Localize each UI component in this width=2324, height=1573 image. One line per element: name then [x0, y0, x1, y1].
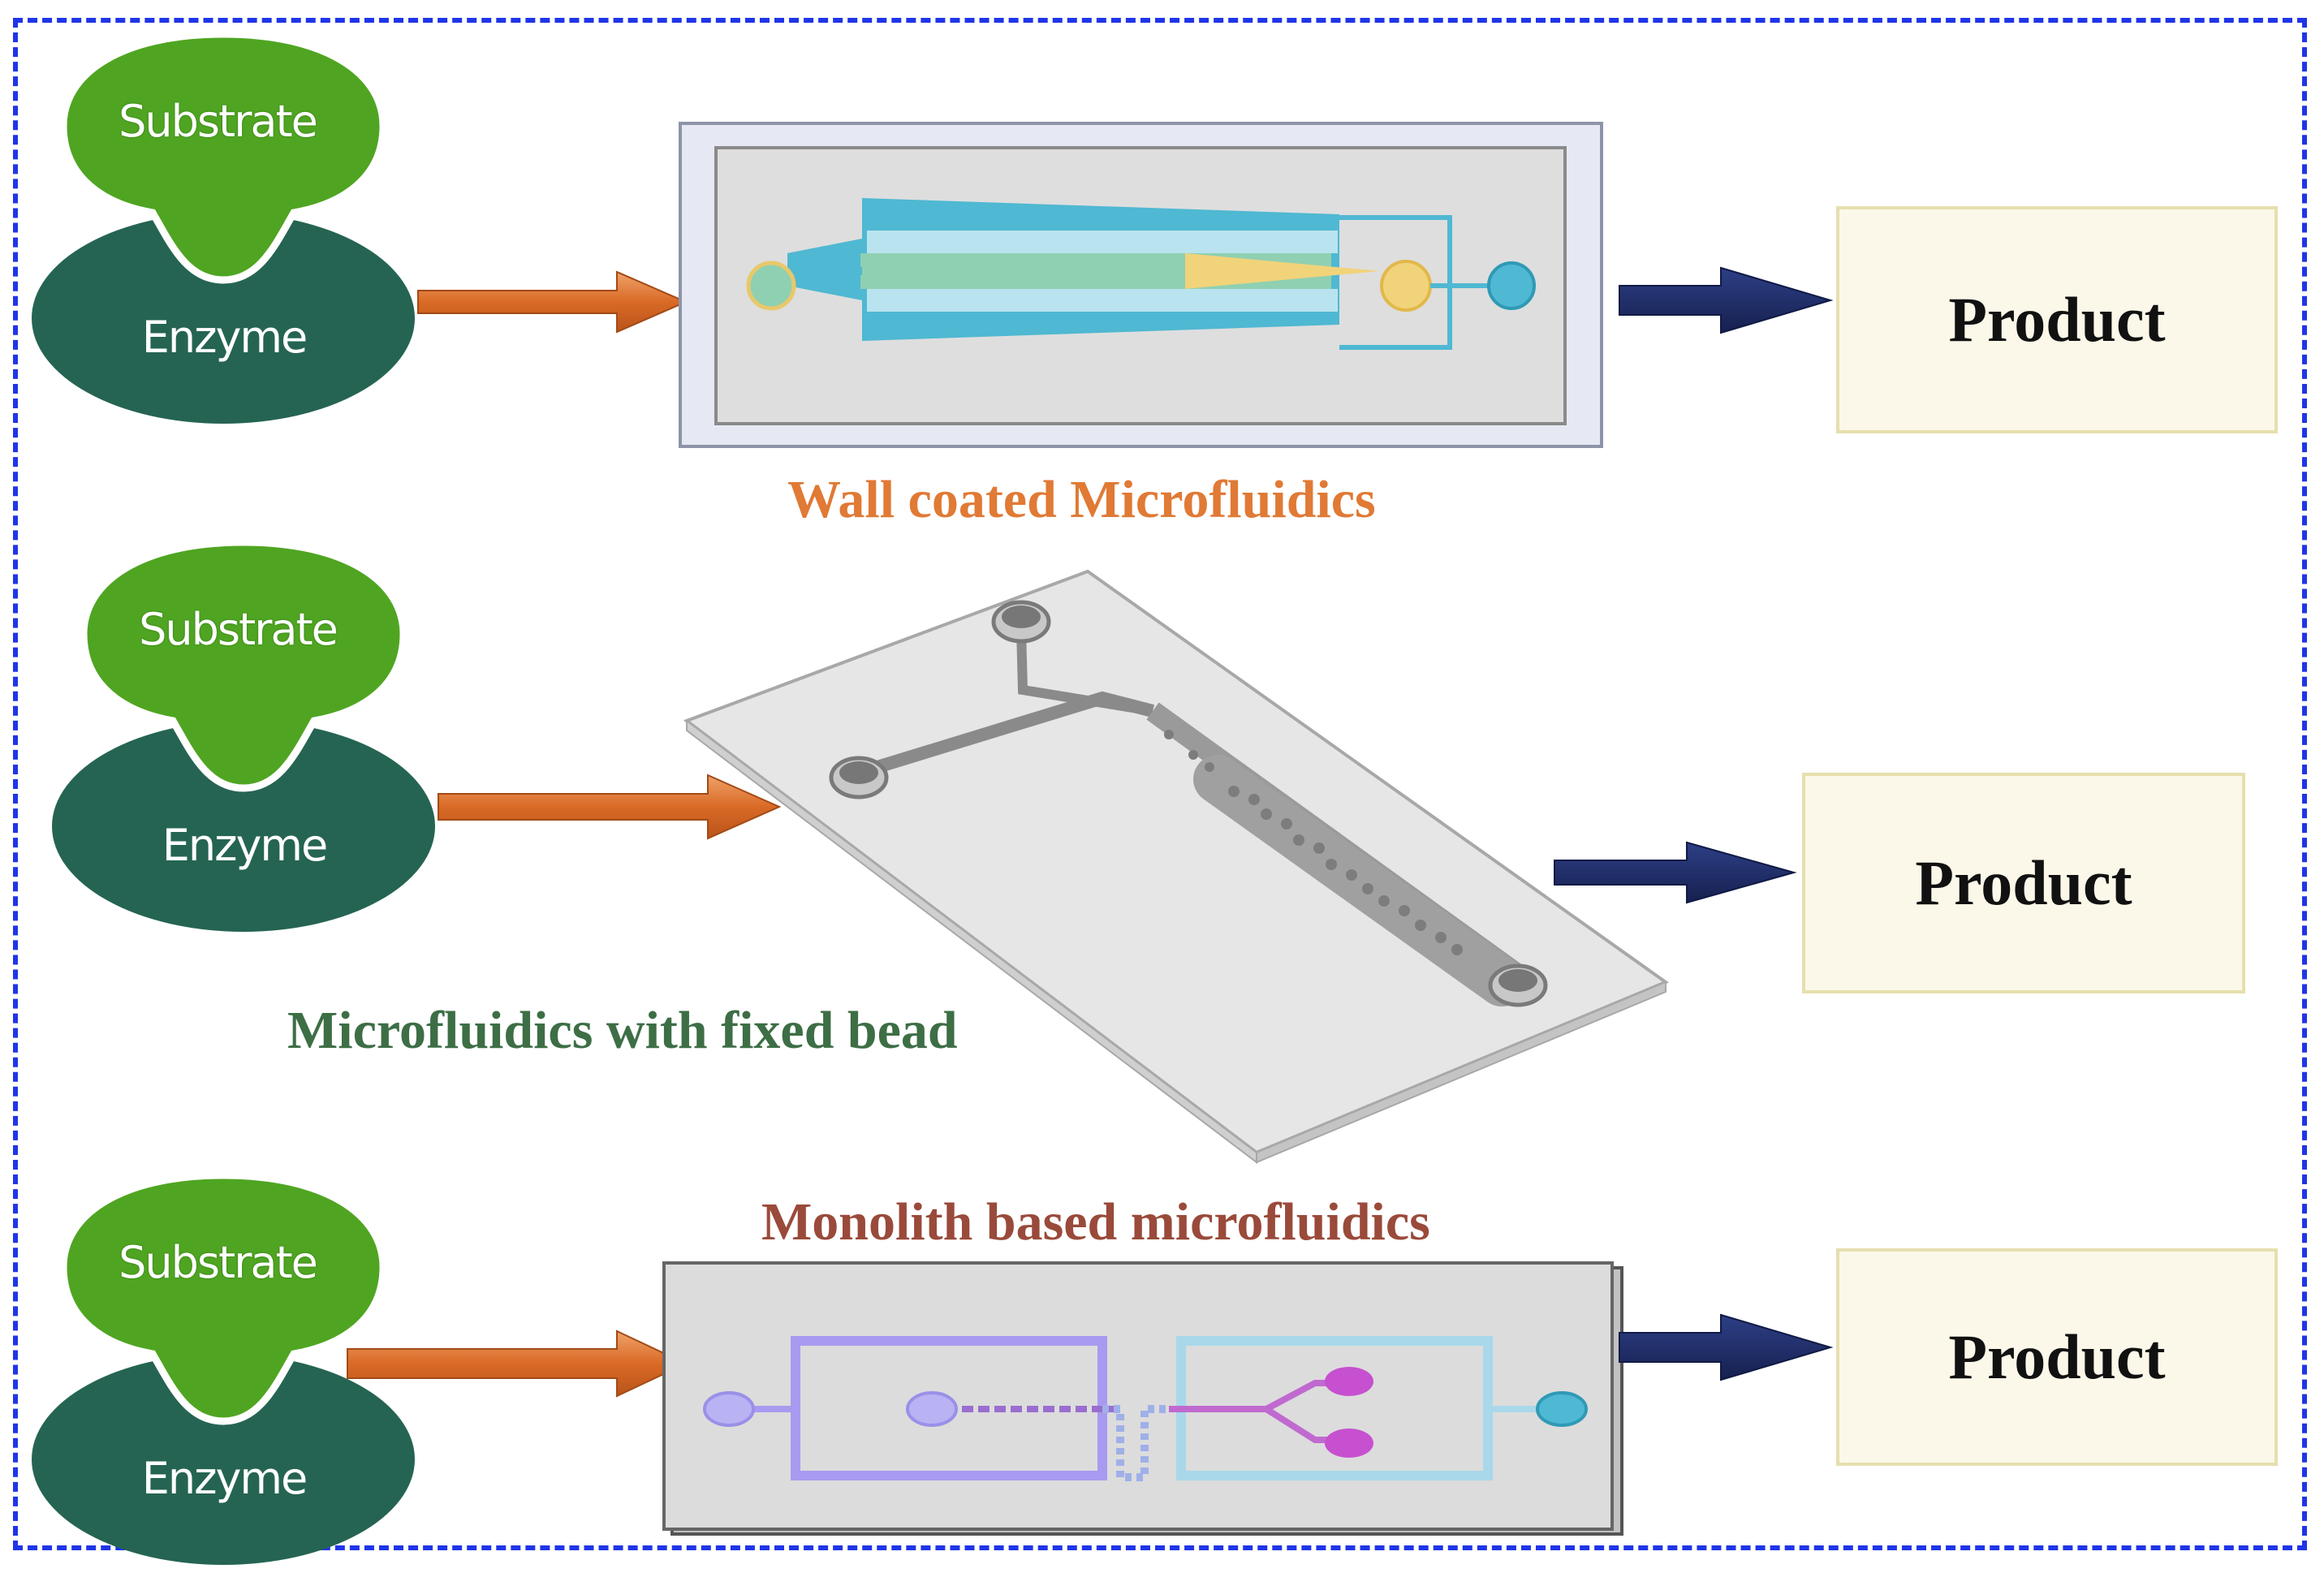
fixed-bead-chip	[683, 569, 1670, 1165]
enzyme-shape	[32, 1354, 415, 1565]
product-label-3: Product	[1948, 1321, 2166, 1392]
wall-coated-chip	[679, 122, 1603, 448]
product-label-2: Product	[1915, 847, 2132, 918]
substrate-label-2: Substrate	[139, 604, 338, 655]
input-arrow-1	[417, 270, 688, 334]
product-label-1: Product	[1948, 284, 2166, 355]
caption-monolith: Monolith based microfluidics	[761, 1192, 1430, 1252]
product-box-2: Product	[1802, 773, 2245, 993]
dashed-frame	[13, 18, 2307, 1550]
enzyme-substrate-icon-3	[32, 1171, 415, 1565]
enzyme-label-2: Enzyme	[162, 820, 328, 871]
caption-wall-coated: Wall coated Microfluidics	[787, 470, 1376, 529]
substrate-label-1: Substrate	[119, 96, 318, 147]
output-arrow-3	[1619, 1313, 1834, 1381]
product-box-3: Product	[1836, 1248, 2278, 1466]
substrate-label-3: Substrate	[119, 1237, 318, 1288]
input-arrow-3	[347, 1330, 688, 1398]
product-box-1: Product	[1836, 206, 2278, 433]
substrate-shape	[80, 538, 407, 792]
substrate-shape	[59, 30, 387, 284]
output-arrow-1	[1619, 266, 1834, 334]
enzyme-shape	[32, 213, 415, 424]
input-arrow-2	[438, 774, 782, 840]
enzyme-label-3: Enzyme	[141, 1453, 308, 1504]
monolith-chip	[662, 1261, 1623, 1536]
caption-fixed-bead: Microfluidics with fixed bead	[287, 1001, 958, 1060]
enzyme-label-1: Enzyme	[141, 312, 308, 363]
substrate-shape	[59, 1171, 387, 1425]
enzyme-substrate-icon-2	[52, 538, 435, 932]
enzyme-substrate-icon-1	[32, 30, 415, 424]
output-arrow-2	[1554, 841, 1797, 904]
enzyme-shape	[52, 721, 435, 932]
